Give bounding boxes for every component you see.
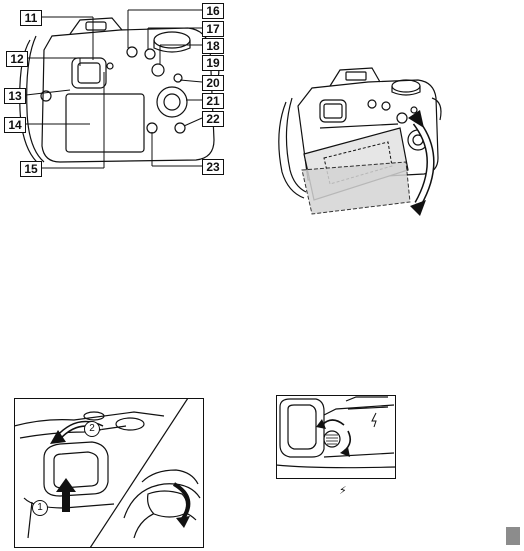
diopter-dial-illustration — [276, 395, 396, 479]
callout-22: 22 — [202, 111, 224, 127]
flash-symbol-icon: ⚡ — [339, 484, 347, 497]
callout-18: 18 — [202, 38, 224, 54]
step-marker-2: 2 — [84, 421, 100, 437]
eyecup-removal-illustration — [14, 398, 204, 548]
callout-14: 14 — [4, 117, 26, 133]
callout-13: 13 — [4, 88, 26, 104]
page-edge-tab — [506, 527, 520, 545]
callout-21: 21 — [202, 93, 224, 109]
callout-23: 23 — [202, 159, 224, 175]
callout-15: 15 — [20, 161, 42, 177]
tilting-monitor-illustration — [268, 62, 448, 230]
step-marker-1: 1 — [32, 500, 48, 516]
callout-19: 19 — [202, 55, 224, 71]
callout-20: 20 — [202, 75, 224, 91]
callout-16: 16 — [202, 3, 224, 19]
callout-12: 12 — [6, 51, 28, 67]
callout-11: 11 — [20, 10, 42, 26]
callout-17: 17 — [202, 21, 224, 37]
